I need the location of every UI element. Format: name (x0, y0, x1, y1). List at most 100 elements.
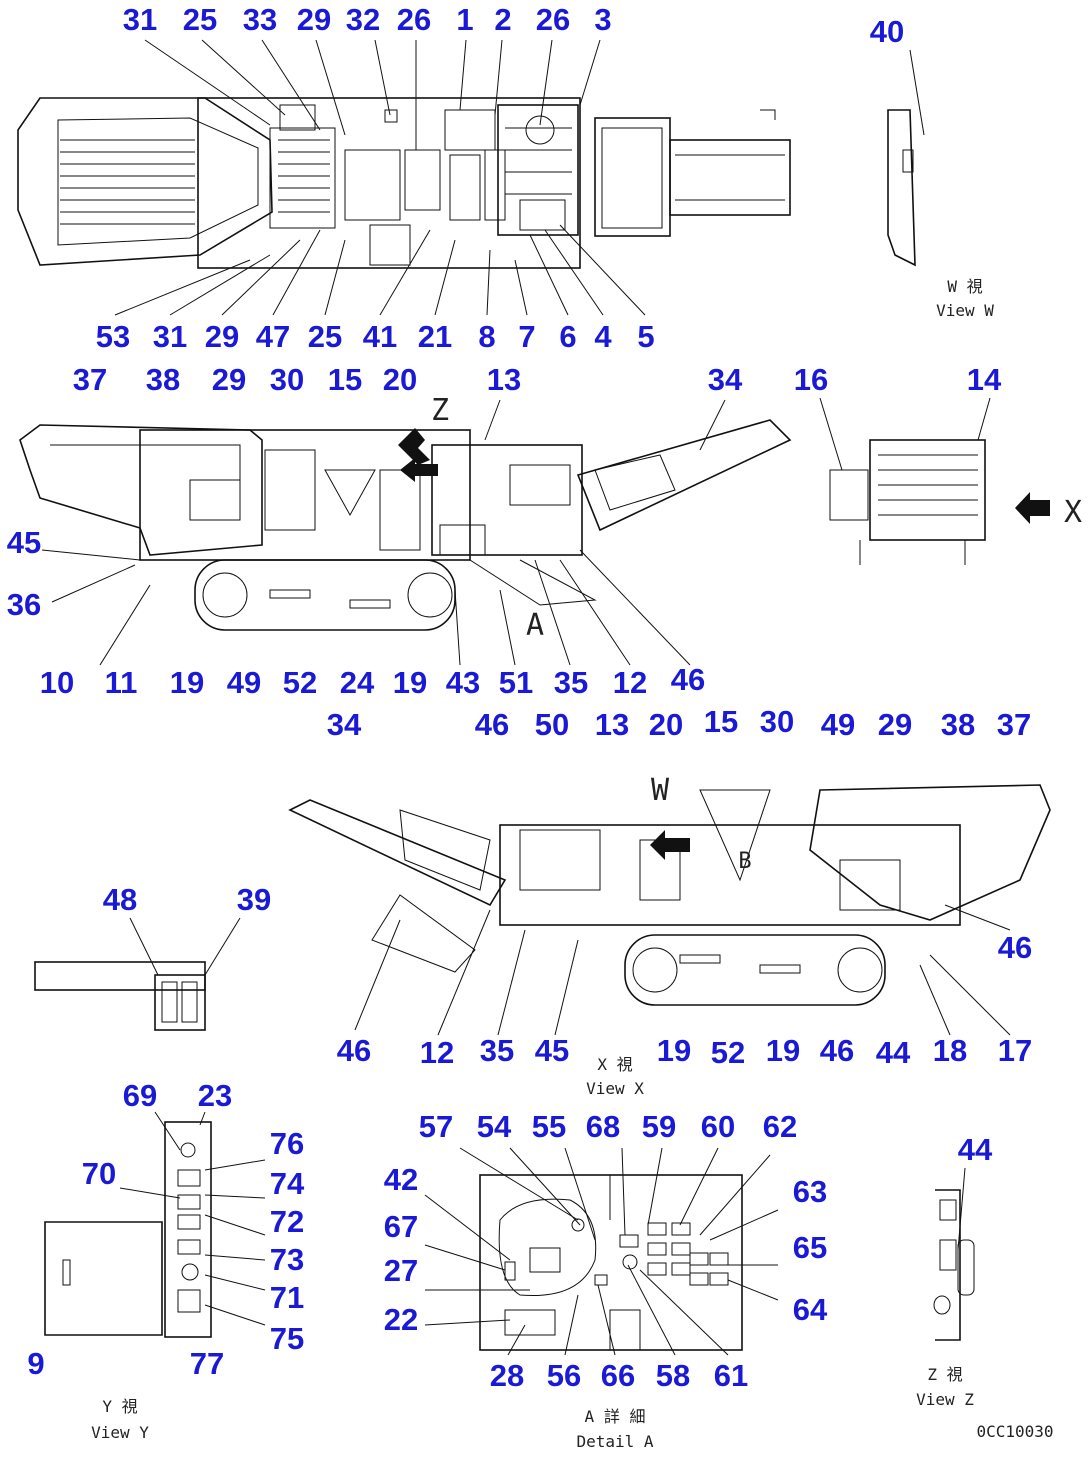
callout-number-45: 45 (7, 525, 41, 560)
callout-number-42: 42 (384, 1162, 418, 1197)
callout-number-25: 25 (308, 319, 342, 354)
callout-number-58: 58 (656, 1358, 690, 1393)
callout-number-2: 2 (494, 2, 511, 37)
callout-number-73: 73 (270, 1242, 304, 1277)
callout-number-38: 38 (941, 707, 975, 742)
callout-number-53: 53 (96, 319, 130, 354)
callout-number-59: 59 (642, 1109, 676, 1144)
callout-number-19: 19 (657, 1033, 691, 1068)
callout-number-28: 28 (490, 1358, 524, 1393)
callout-number-21: 21 (418, 319, 452, 354)
callout-number-25: 25 (183, 2, 217, 37)
leader-lines (41, 39, 1011, 1356)
callout-number-52: 52 (283, 665, 317, 700)
view-w-caption: View W (936, 301, 994, 320)
callout-number-16: 16 (794, 362, 828, 397)
detail-a-caption: Detail A (576, 1432, 653, 1451)
callout-number-32: 32 (346, 2, 380, 37)
view-z-jp-caption: Z 視 (927, 1365, 962, 1384)
callout-number-31: 31 (123, 2, 157, 37)
view-z-detail: Z 視 View Z (916, 1189, 975, 1409)
callout-number-47: 47 (256, 319, 290, 354)
side-view-right: W B X 視 View X (288, 773, 1051, 1098)
side-view-left: Z A (19, 393, 792, 643)
callout-number-29: 29 (878, 707, 912, 742)
callout-number-26: 26 (397, 2, 431, 37)
callout-number-49: 49 (227, 665, 261, 700)
callout-number-24: 24 (340, 665, 375, 700)
callout-number-13: 13 (595, 707, 629, 742)
callout-number-69: 69 (123, 1078, 157, 1113)
view-marker-w: W (651, 773, 670, 808)
callout-number-17: 17 (998, 1033, 1032, 1068)
callout-number-49: 49 (821, 707, 855, 742)
callout-number-52: 52 (711, 1035, 745, 1070)
callout-number-76: 76 (270, 1126, 304, 1161)
callout-number-50: 50 (535, 707, 569, 742)
callout-number-55: 55 (532, 1109, 566, 1144)
callout-number-30: 30 (760, 704, 794, 739)
callout-number-34: 34 (708, 362, 743, 397)
callout-number-26: 26 (536, 2, 570, 37)
callout-number-9: 9 (27, 1346, 44, 1381)
detail-a-panel: A 詳 細 Detail A (479, 1174, 743, 1451)
callout-number-40: 40 (870, 14, 904, 49)
callout-number-77: 77 (190, 1346, 224, 1381)
callout-number-15: 15 (328, 362, 362, 397)
callout-number-18: 18 (933, 1033, 967, 1068)
callout-number-19: 19 (393, 665, 427, 700)
view-w-detail: W 視 View W (887, 49, 994, 320)
callout-number-74: 74 (270, 1166, 305, 1201)
callout-number-19: 19 (766, 1033, 800, 1068)
callout-number-5: 5 (637, 319, 654, 354)
callout-number-66: 66 (601, 1358, 635, 1393)
callout-number-45: 45 (535, 1033, 569, 1068)
detail-a-jp-caption: A 詳 細 (585, 1407, 646, 1426)
callout-number-19: 19 (170, 665, 204, 700)
callout-number-8: 8 (478, 319, 495, 354)
callout-number-43: 43 (446, 665, 480, 700)
callout-number-46: 46 (475, 707, 509, 742)
callout-number-37: 37 (997, 707, 1031, 742)
callout-number-4: 4 (594, 319, 612, 354)
callout-number-29: 29 (205, 319, 239, 354)
callout-number-35: 35 (480, 1033, 514, 1068)
callout-number-30: 30 (270, 362, 304, 397)
callout-number-6: 6 (559, 319, 576, 354)
view-marker-b: B (738, 849, 751, 874)
callout-number-39: 39 (237, 882, 271, 917)
top-plan-view (17, 97, 791, 269)
callout-number-63: 63 (793, 1174, 827, 1209)
callout-number-1: 1 (456, 2, 473, 37)
view-y-caption: View Y (91, 1423, 149, 1442)
view-marker-z: Z (431, 393, 449, 428)
callout-number-48: 48 (103, 882, 137, 917)
view-w-jp-caption: W 視 (947, 277, 982, 296)
callout-number-20: 20 (383, 362, 417, 397)
callout-number-60: 60 (701, 1109, 735, 1144)
callout-number-12: 12 (420, 1035, 454, 1070)
callout-number-46: 46 (820, 1033, 854, 1068)
callout-number-38: 38 (146, 362, 180, 397)
callout-number-20: 20 (649, 707, 683, 742)
callout-number-35: 35 (554, 665, 588, 700)
callout-number-61: 61 (714, 1358, 748, 1393)
callout-number-62: 62 (763, 1109, 797, 1144)
callout-number-46: 46 (337, 1033, 371, 1068)
callout-number-70: 70 (82, 1156, 116, 1191)
callout-number-75: 75 (270, 1321, 304, 1356)
view-y-jp-caption: Y 視 (102, 1397, 137, 1416)
callout-number-37: 37 (73, 362, 107, 397)
view-x-caption: View X (586, 1079, 644, 1098)
callout-number-51: 51 (499, 665, 533, 700)
callout-number-11: 11 (105, 665, 138, 700)
callout-number-46: 46 (671, 662, 705, 697)
callout-number-34: 34 (327, 707, 362, 742)
view-marker-a: A (526, 608, 544, 643)
callout-number-57: 57 (419, 1109, 453, 1144)
callout-number-44: 44 (958, 1132, 993, 1167)
callout-number-31: 31 (153, 319, 187, 354)
callout-number-72: 72 (270, 1204, 304, 1239)
